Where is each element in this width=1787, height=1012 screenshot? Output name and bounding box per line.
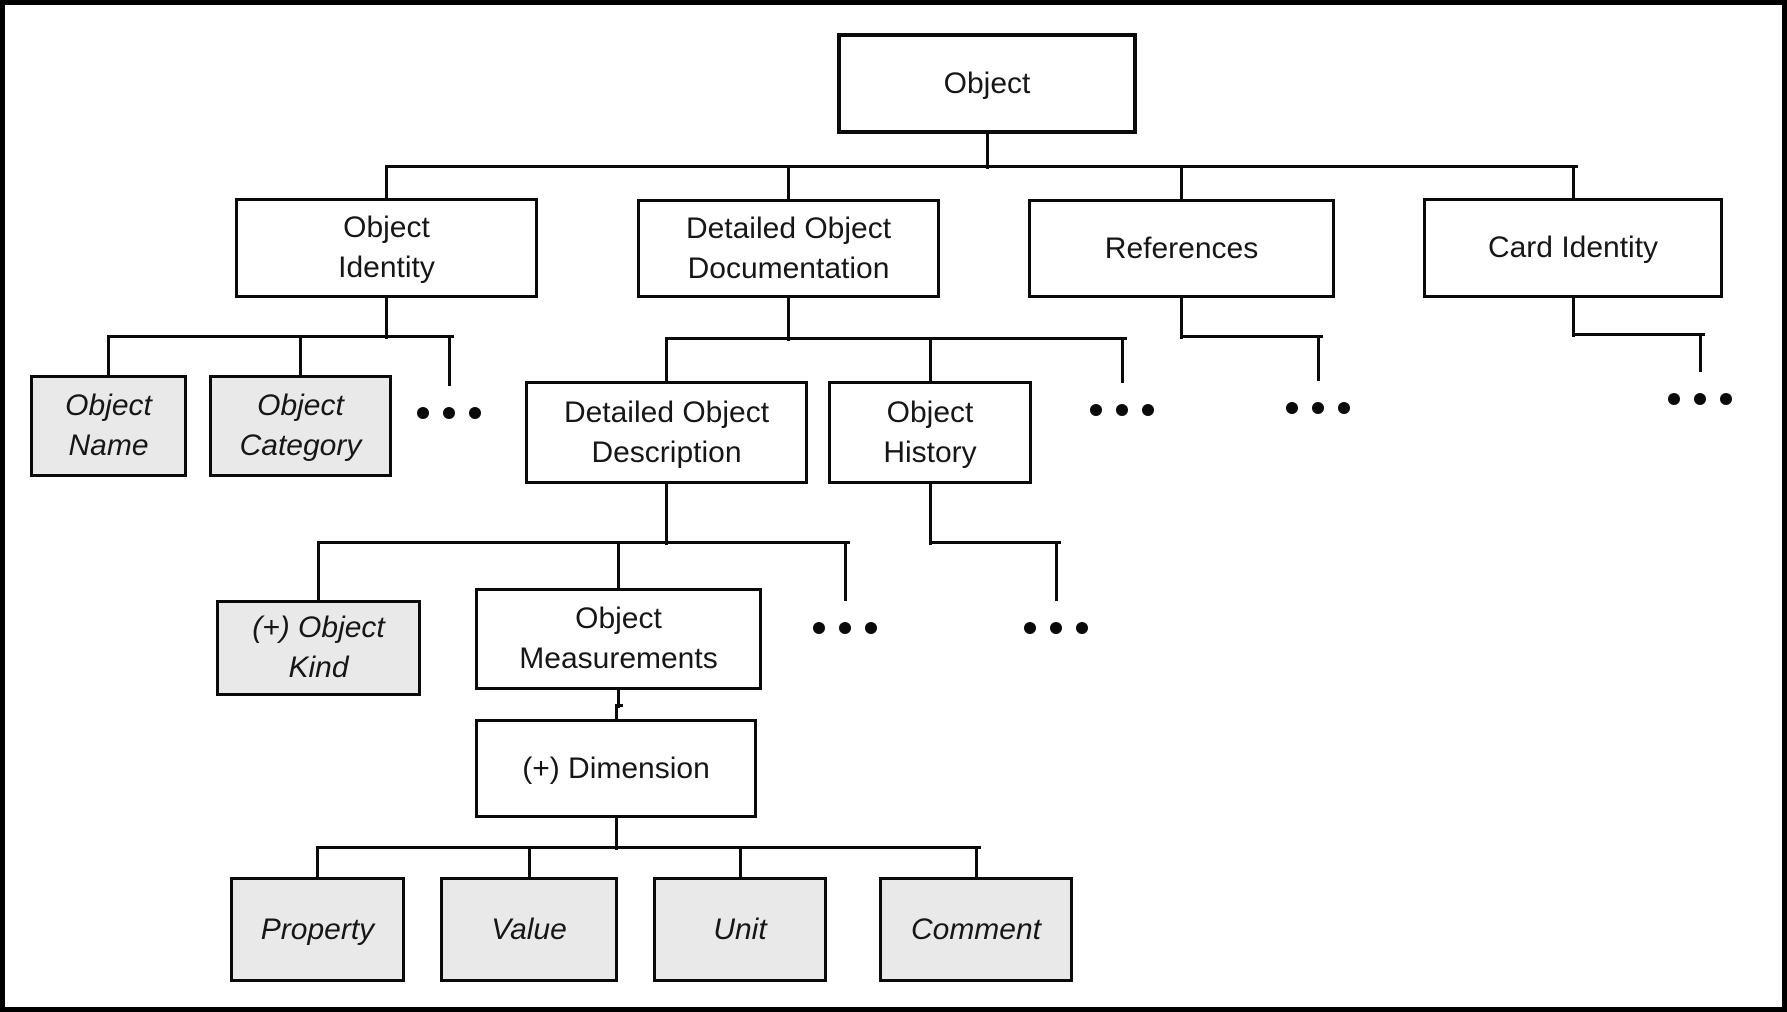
node-object-category-label: Object Category	[239, 389, 362, 462]
node-value-label: Value	[491, 912, 567, 946]
connector-line	[107, 335, 454, 338]
connector-line	[929, 338, 932, 384]
node-value: Value	[440, 877, 618, 982]
connector-line	[929, 484, 932, 545]
connector-line	[317, 542, 320, 603]
connector-line	[385, 165, 1578, 168]
node-object-identity-label: Object Identity	[338, 211, 435, 284]
connector-line	[787, 298, 790, 341]
ellipsis-dot	[1286, 402, 1298, 414]
node-detailed-object-description: Detailed Object Description	[525, 381, 808, 484]
connector-line	[1180, 166, 1183, 202]
connector-line	[528, 847, 531, 880]
connector-line	[385, 298, 388, 339]
connector-line	[787, 166, 790, 202]
connector-line	[316, 846, 981, 849]
node-detailed-object-documentation-label: Detailed Object Documentation	[685, 211, 892, 285]
connector-line	[1317, 336, 1320, 381]
connector-line	[665, 484, 668, 545]
ellipsis-icon-more-description	[805, 620, 885, 636]
connector-line	[665, 337, 1127, 340]
node-comment: Comment	[879, 877, 1073, 982]
connector-line	[1055, 542, 1058, 601]
connector-line	[317, 541, 850, 544]
node-detailed-object-documentation: Detailed Object Documentation	[637, 199, 940, 298]
connector-line	[1699, 334, 1702, 372]
connector-line	[739, 847, 742, 880]
connector-line	[1572, 298, 1575, 337]
node-object-history-label: Object History	[883, 395, 977, 469]
connector-line	[614, 704, 623, 707]
connector-line	[448, 336, 451, 386]
ellipsis-dot	[1694, 393, 1706, 405]
connector-line	[986, 134, 989, 169]
connector-line	[299, 336, 302, 378]
node-object-category: Object Category	[209, 375, 392, 477]
node-object-measurements: Object Measurements	[475, 588, 762, 690]
connector-line	[107, 336, 110, 378]
connector-line	[617, 542, 620, 591]
ellipsis-dot	[813, 622, 825, 634]
node-card-identity: Card Identity	[1423, 198, 1723, 298]
connector-line	[1121, 338, 1124, 383]
node-comment-label: Comment	[910, 912, 1042, 946]
connector-line	[665, 338, 668, 384]
node-object-kind-label: (+) Object Kind	[252, 611, 385, 684]
node-card-identity-label: Card Identity	[1487, 231, 1659, 264]
node-references-label: References	[1104, 231, 1259, 265]
connector-line	[844, 542, 847, 601]
ellipsis-dot	[417, 407, 429, 419]
ellipsis-dot	[1024, 622, 1036, 634]
ellipsis-dot	[1142, 404, 1154, 416]
ellipsis-dot	[469, 407, 481, 419]
ellipsis-dot	[1338, 402, 1350, 414]
ellipsis-dot	[1076, 622, 1088, 634]
connector-line	[1180, 335, 1323, 338]
node-detailed-object-description-label: Detailed Object Description	[563, 395, 770, 469]
ellipsis-dot	[1050, 622, 1062, 634]
connector-line	[316, 847, 319, 880]
ellipsis-icon-more-references	[1278, 400, 1358, 416]
node-unit: Unit	[653, 877, 827, 982]
connector-line	[975, 847, 978, 880]
connector-line	[615, 818, 618, 850]
node-object-measurements-label: Object Measurements	[519, 602, 718, 675]
ellipsis-dot	[443, 407, 455, 419]
connector-line	[615, 705, 618, 722]
connector-line	[385, 166, 388, 201]
node-object-name-label: Object Name	[65, 389, 152, 462]
ellipsis-icon-more-card-identity	[1660, 391, 1740, 407]
connector-line	[617, 690, 620, 708]
node-unit-label: Unit	[713, 912, 767, 946]
ellipsis-dot	[1116, 404, 1128, 416]
node-object-identity: Object Identity	[235, 198, 538, 298]
node-object-label: Object	[943, 66, 1031, 100]
node-references: References	[1028, 199, 1335, 298]
node-dimension: (+) Dimension	[475, 719, 757, 818]
connector-line	[1572, 166, 1575, 201]
node-dimension-label: (+) Dimension	[522, 751, 710, 785]
node-object: Object	[837, 33, 1137, 134]
ellipsis-dot	[1312, 402, 1324, 414]
ellipsis-dot	[1090, 404, 1102, 416]
connector-line	[928, 541, 1061, 544]
node-property-label: Property	[260, 912, 375, 946]
ellipsis-icon-more-documentation	[1082, 402, 1162, 418]
ellipsis-icon-more-identity	[409, 405, 489, 421]
ellipsis-icon-more-history	[1016, 620, 1096, 636]
ellipsis-dot	[839, 622, 851, 634]
ellipsis-dot	[1668, 393, 1680, 405]
node-property: Property	[230, 877, 405, 982]
connector-line	[1571, 333, 1705, 336]
ellipsis-dot	[865, 622, 877, 634]
connector-line	[1180, 298, 1183, 339]
node-object-history: Object History	[828, 381, 1032, 484]
node-object-kind: (+) Object Kind	[216, 600, 421, 696]
ellipsis-dot	[1720, 393, 1732, 405]
node-object-name: Object Name	[30, 375, 187, 477]
